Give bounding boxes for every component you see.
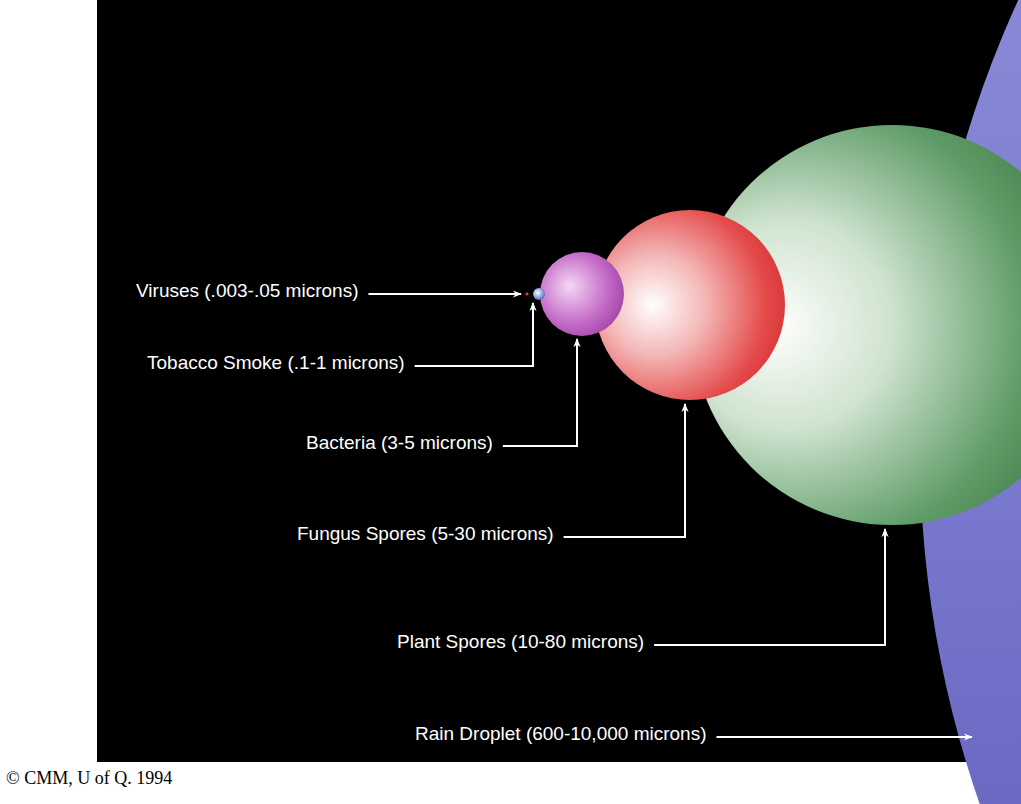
leader-arrow — [564, 404, 685, 537]
virus-dot — [525, 292, 528, 295]
size-label: Viruses (.003-.05 microns) — [136, 280, 358, 303]
size-label: Bacteria (3-5 microns) — [306, 432, 493, 455]
size-label: Rain Droplet (600-10,000 microns) — [415, 723, 706, 746]
fungus-spore-sphere — [595, 210, 785, 400]
leader-arrow — [368, 293, 521, 295]
size-label: Fungus Spores (5-30 microns) — [297, 523, 554, 546]
leader-arrow — [654, 529, 885, 645]
copyright-note: © CMM, U of Q. 1994 — [0, 762, 184, 797]
bacteria-sphere — [540, 252, 624, 336]
leader-arrow — [415, 303, 533, 366]
size-label: Tobacco Smoke (.1-1 microns) — [147, 352, 405, 375]
tobacco-smoke-sphere — [533, 288, 545, 300]
leader-arrow — [503, 339, 577, 446]
leader-arrow — [716, 736, 972, 738]
size-label: Plant Spores (10-80 microns) — [397, 631, 644, 654]
